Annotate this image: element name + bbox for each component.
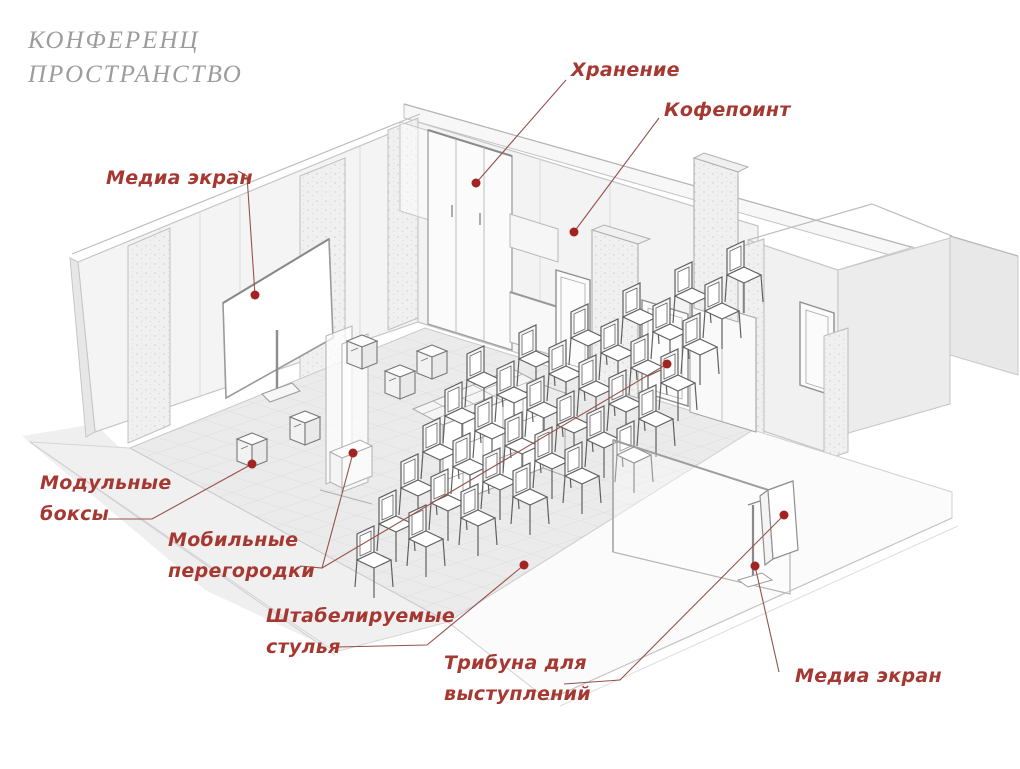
far-right-wall (950, 236, 1018, 375)
marker-dot (750, 561, 760, 571)
leader-coffee-point (574, 118, 659, 232)
label-stacking-chairs: Штабелируемые стулья (266, 605, 456, 658)
label-modular-boxes: Модульные боксы (40, 472, 172, 525)
leader-media-screen-left (238, 171, 255, 295)
label-coffee-point: Кофепоинт (664, 99, 791, 121)
label-media-screen-left: Медиа экран (106, 167, 253, 189)
media-screen-wall-panel (223, 239, 333, 402)
leader-lines (108, 80, 784, 684)
left-wall (70, 114, 420, 443)
leader-storage (476, 80, 566, 183)
concrete-column (824, 328, 848, 460)
page-title-line1: КОНФЕРЕНЦ (28, 27, 200, 54)
marker-dot (247, 459, 257, 469)
label-storage: Хранение (571, 59, 680, 81)
modular-box-cube (416, 344, 448, 380)
right-room (743, 204, 952, 460)
leader-modular-boxes (108, 464, 252, 519)
mobile-partition-panels (320, 326, 372, 504)
page-title-line2: ПРОСТРАНСТВО (28, 61, 243, 88)
marker-dot (250, 290, 260, 300)
marker-dot (348, 448, 358, 458)
leader-mobile-partitions-b (322, 364, 667, 568)
stage-platform (448, 430, 958, 706)
marker-dot (519, 560, 529, 570)
glass-partition (613, 440, 790, 594)
modular-box-cube (384, 364, 416, 400)
modular-box-cube (346, 334, 378, 370)
marker-dots (247, 178, 789, 571)
leader-lectern (564, 515, 784, 684)
leader-media-screen-right (755, 566, 779, 672)
label-lectern: Трибуна для выступлений (444, 652, 591, 705)
marker-dot (779, 510, 789, 520)
leader-stacking-chairs (336, 565, 524, 647)
lectern-drawing (760, 481, 798, 565)
low-cabinet (330, 440, 372, 488)
modular-box-cube (289, 410, 321, 446)
concrete-column (128, 228, 170, 443)
storage-cabinets (428, 130, 512, 350)
page-title: КОНФЕРЕНЦ ПРОСТРАНСТВО (28, 24, 243, 92)
marker-dot (471, 178, 481, 188)
label-media-screen-right: Медиа экран (795, 665, 942, 687)
marker-dot (662, 359, 672, 369)
screen-stand-base (262, 383, 300, 402)
marker-dot (569, 227, 579, 237)
label-mobile-partitions: Мобильные перегородки (168, 529, 315, 582)
